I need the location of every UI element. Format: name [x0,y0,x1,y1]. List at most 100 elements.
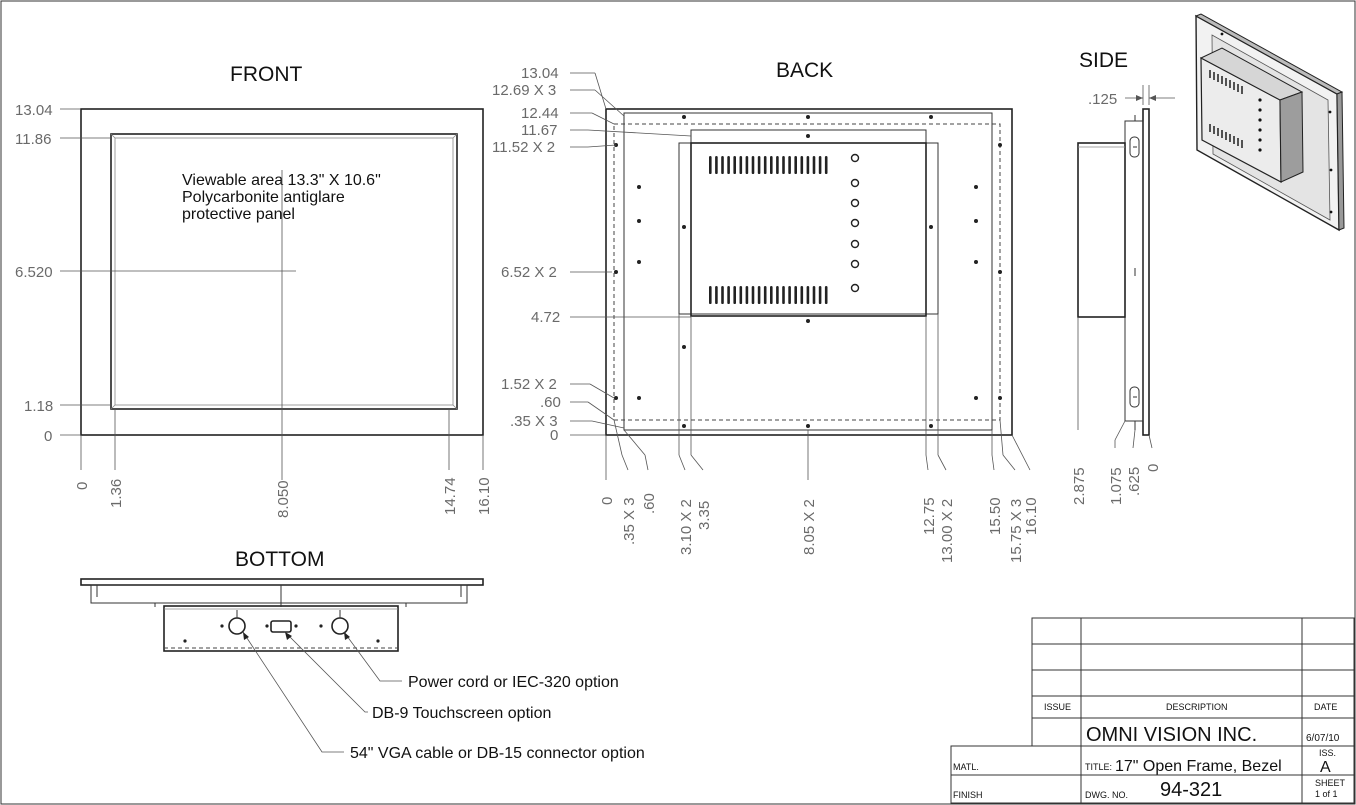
vent-slot [757,286,761,304]
vent-slot [770,156,773,174]
db9-connector [270,620,292,633]
vent-slot [763,156,767,174]
back-dim-bottom-7: 12.75 [921,497,938,535]
side-dim-bottom-2: 1.075 [1108,467,1125,505]
callout-vga: 54" VGA cable or DB-15 connector option [350,745,645,762]
back-vent-slots-top [709,156,828,174]
company-name: OMNI VISION INC. [1086,724,1257,746]
vent-slot [745,286,749,304]
iss-label: ISS. [1319,748,1336,758]
side-dim-bottom-1: 2.875 [1071,467,1088,505]
back-dim-left-8: 1.52 X 2 [501,376,557,393]
back-dim-bottom-5: 3.35 [696,501,713,530]
side-view-title: SIDE [1079,49,1128,72]
back-dim-bottom-2: .35 X 3 [621,497,638,545]
back-dim-left-1: 13.04 [521,65,559,82]
mounting-hole [806,115,810,119]
mounting-hole [974,219,978,223]
vent-slot [739,156,743,174]
vent-slot [763,286,767,304]
back-control-buttons [850,153,860,293]
side-dim-bottom-4: 0 [1145,464,1162,472]
vent-slot [751,156,755,174]
side-bracket-top [1129,136,1140,158]
mounting-hole [929,115,933,119]
power-cord-connector [228,617,246,635]
vent-slot [709,156,712,174]
back-dim-left-6: 6.52 X 2 [501,264,557,281]
vent-slot [751,286,755,304]
front-dim-bottom-3: 8.050 [275,480,292,518]
dwg-number: 94-321 [1160,779,1222,801]
vent-slot [824,286,828,304]
vga-connector [331,617,349,635]
front-viewable-area [110,133,458,410]
front-dim-left-3: 6.520 [15,264,53,281]
side-frame [1124,120,1144,422]
mounting-hole [637,260,641,264]
vent-slot [806,286,810,304]
front-note-line-2: Polycarbonite antiglare [182,189,345,206]
mounting-hole [682,424,686,428]
date-label: DATE [1314,702,1337,712]
front-inner-edge [114,137,454,406]
vent-slot [745,156,749,174]
back-dim-left-2: 12.69 X 3 [492,82,556,99]
mounting-hole [637,185,641,189]
vent-slot [715,286,718,304]
bottom-view: BOTTOM Power cord or IEC-320 option DB-9… [80,548,645,762]
control-button [850,283,860,293]
back-view: BACK 13.04 12.69 X 3 12.44 [492,59,1040,563]
back-dim-left-5: 11.52 X 2 [492,139,555,156]
mounting-hole [806,134,810,138]
back-electronics-box [690,142,927,317]
front-dim-bottom-4: 14.74 [442,477,459,515]
control-button [850,218,860,228]
vent-slot [794,156,797,174]
vent-slot [757,156,761,174]
vent-slot [776,156,779,174]
front-dim-left-5: 0 [44,428,52,445]
side-dim-top: .125 [1088,91,1117,108]
front-dim-bottom-5: 16.10 [476,477,493,515]
front-dim-left-4: 1.18 [24,398,53,415]
side-electronics-box [1077,142,1126,318]
mounting-hole [637,219,641,223]
back-dim-left-7: 4.72 [531,309,560,326]
finish-label: FINISH [953,790,983,800]
back-dim-bottom-9: 15.50 [987,497,1004,535]
vent-slot [818,286,822,304]
bottom-electronics-box [163,605,399,652]
vent-slot [721,286,724,304]
front-dim-left-2: 11.86 [15,131,51,148]
vent-slot [782,286,785,304]
front-note-line-3: protective panel [182,206,295,223]
mounting-hole [974,185,978,189]
vent-slot [818,156,822,174]
isometric-view [1194,13,1345,232]
back-dim-left-3: 12.44 [521,105,559,122]
vent-slot [794,286,797,304]
back-dim-left-4: 11.67 [521,122,557,139]
bottom-frame [90,584,468,604]
bottom-view-title: BOTTOM [235,548,324,571]
mounting-hole [974,396,978,400]
back-mounting-holes [614,115,1002,428]
back-dim-bottom-11: 16.10 [1023,497,1040,535]
matl-label: MATL. [953,762,979,772]
callout-power-cord: Power cord or IEC-320 option [408,674,619,691]
front-view: FRONT Viewable area 13.3" X 10.6" Polyca… [15,63,493,518]
vent-slot [727,156,730,174]
vent-slot [721,156,724,174]
back-dim-bottom-10: 15.75 X 3 [1008,499,1025,563]
mounting-hole [614,270,618,274]
control-button [850,198,860,208]
front-dim-left-1: 13.04 [15,102,53,119]
mounting-hole [998,270,1002,274]
control-button [850,178,860,188]
callout-db9: DB-9 Touchscreen option [372,705,551,722]
issue-label: ISSUE [1044,702,1071,712]
vent-slot [788,286,791,304]
vent-slot [733,286,736,304]
